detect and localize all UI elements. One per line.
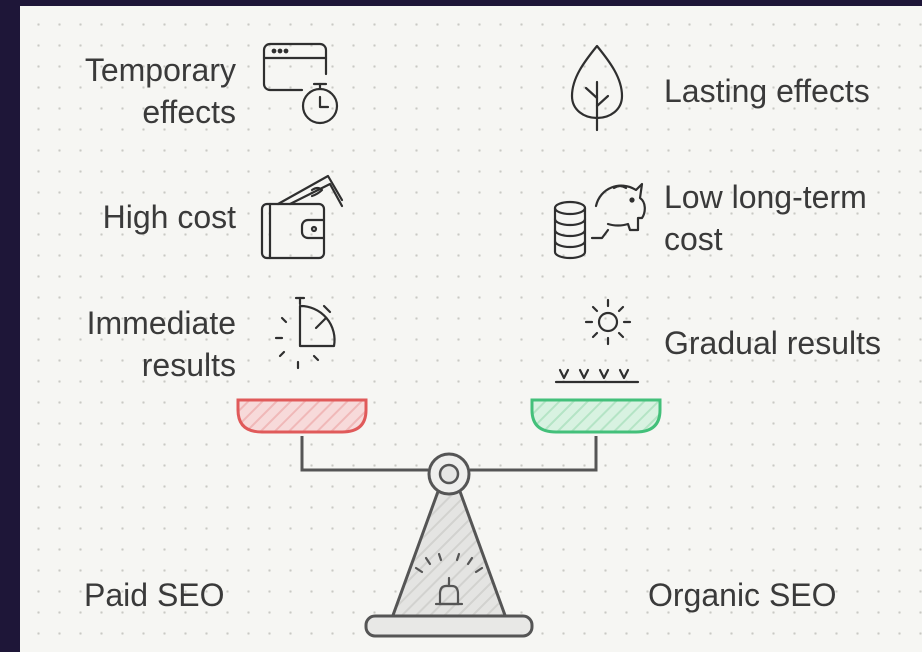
diagram-canvas: Temporary effects High cost Immediate re…: [20, 6, 922, 652]
immediate-results-line1: Immediate: [86, 305, 236, 341]
scale-base: [364, 614, 534, 638]
lasting-effects-label: Lasting effects: [664, 73, 870, 109]
temporary-effects-line2: effects: [142, 94, 236, 130]
gradual-results-label: Gradual results: [664, 325, 881, 361]
immediate-results-line2: results: [141, 347, 236, 383]
low-long-term-cost-line1: Low long-term: [664, 179, 867, 215]
stopwatch-icon: [274, 296, 336, 370]
scale-stand: [390, 484, 508, 620]
scale-beam: [300, 436, 428, 472]
temporary-effects-label: Temporary effects: [85, 49, 236, 133]
high-cost-label: High cost: [102, 199, 236, 235]
browser-timer-icon: [262, 42, 339, 125]
temporary-effects-line1: Temporary: [84, 52, 236, 88]
paid-seo-label: Paid SEO: [84, 577, 225, 613]
wallet-icon: [260, 174, 344, 260]
low-long-term-cost-label: Low long-term cost: [664, 176, 867, 260]
balance-scale: [236, 398, 662, 638]
piggy-bank-icon: [553, 182, 646, 260]
lamp-emblem: [414, 552, 484, 606]
left-pan: [236, 398, 368, 434]
immediate-results-label: Immediate results: [87, 302, 236, 386]
tree-icon: [570, 44, 624, 132]
organic-seo-label: Organic SEO: [648, 577, 837, 613]
low-long-term-cost-line2: cost: [664, 221, 723, 257]
right-pan: [530, 398, 662, 434]
sun-sprout-icon: [554, 298, 640, 384]
